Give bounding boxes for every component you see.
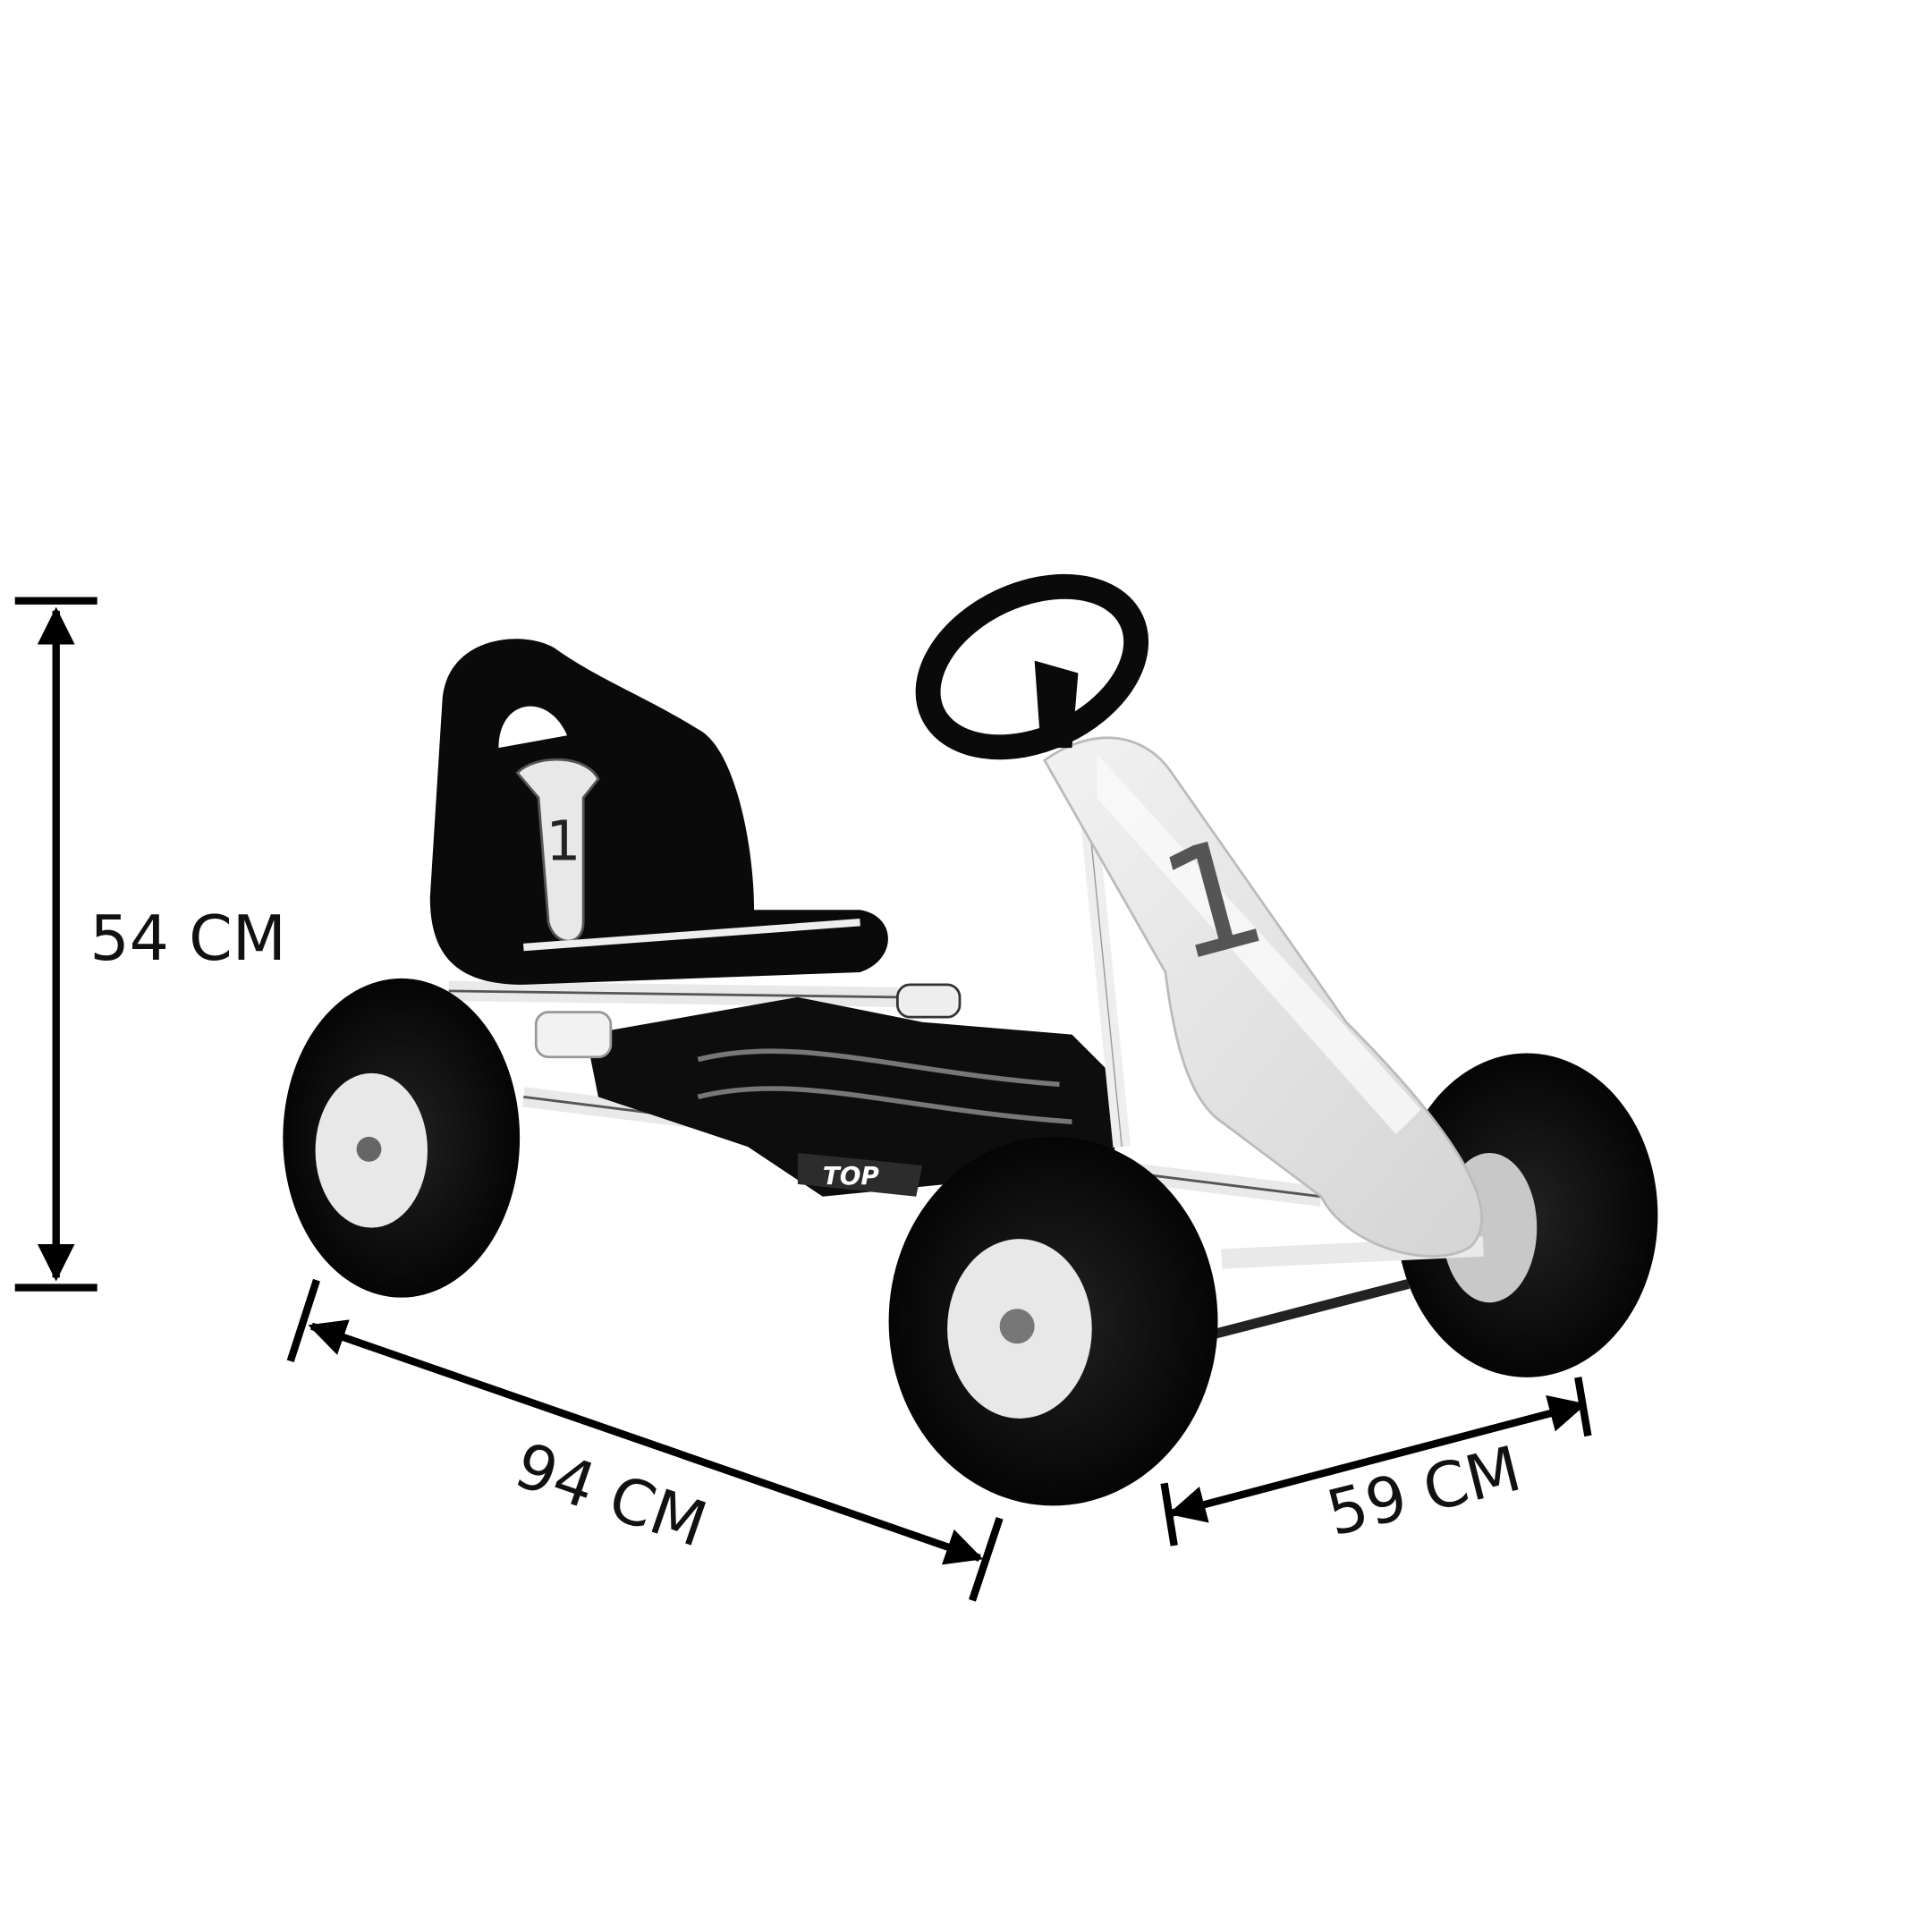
pedal bbox=[895, 983, 962, 1019]
rear-left-wheel bbox=[283, 978, 521, 1298]
pedal bbox=[534, 1011, 613, 1059]
height-dimension: 54 CM bbox=[14, 597, 286, 1292]
height-label: 54 CM bbox=[89, 902, 286, 975]
rear-right-wheel bbox=[1395, 1053, 1658, 1377]
front-fairing: 1 bbox=[1042, 736, 1484, 1258]
seat: 1 bbox=[429, 639, 888, 985]
width-dimension: 59 CM bbox=[1160, 1377, 1592, 1550]
front-left-wheel bbox=[888, 1136, 1218, 1506]
go-kart: TOP 1 1 bbox=[283, 573, 1658, 1506]
seat-number: 1 bbox=[546, 810, 580, 874]
logo-text: TOP bbox=[823, 1161, 880, 1191]
length-label: 94 CM bbox=[506, 1429, 716, 1562]
steering-wheel bbox=[915, 573, 1149, 760]
